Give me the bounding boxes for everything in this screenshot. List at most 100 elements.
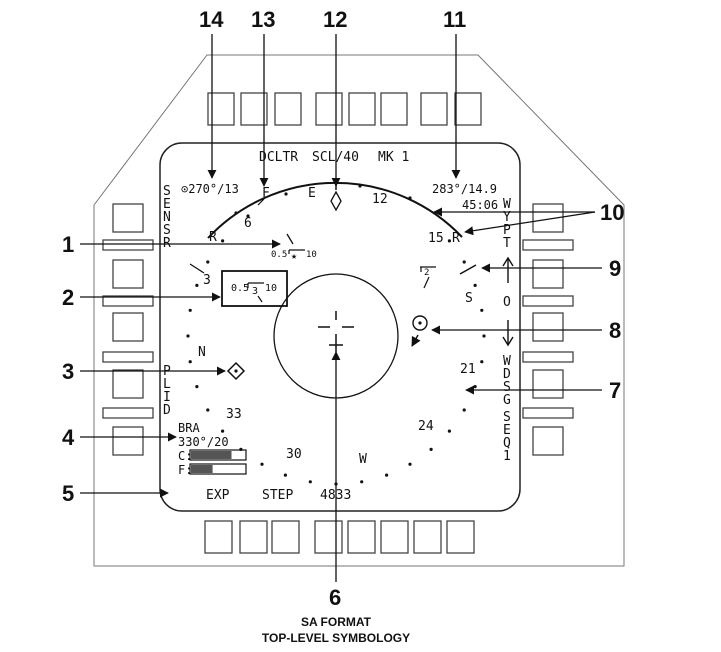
bezel-button-top-5[interactable] — [348, 92, 376, 126]
wypt-option-char: T — [503, 236, 511, 251]
callout-4: 4 — [62, 425, 75, 450]
bezel-button-left-2[interactable] — [112, 259, 144, 289]
mark-option[interactable]: MK 1 — [378, 150, 409, 165]
compass-dot — [447, 239, 451, 243]
bezel-button-top-1[interactable] — [207, 92, 235, 126]
plid-option-char: L — [163, 377, 171, 392]
bezel-button-right-3[interactable] — [532, 312, 564, 342]
bezel-button-right-5[interactable] — [532, 426, 564, 456]
wdsg-option-char: G — [503, 393, 511, 408]
bezel-button-left-1[interactable] — [112, 203, 144, 233]
seq-option-char: S — [503, 410, 511, 425]
compass-dot — [408, 196, 412, 200]
bezel-button-top-7[interactable] — [420, 92, 448, 126]
compass-dot — [462, 408, 466, 412]
waypoint-step-arrows[interactable] — [502, 256, 514, 347]
heading-marker — [330, 180, 342, 212]
bezel-button-right-4[interactable] — [532, 369, 564, 399]
waypoint-bearing-range: 283°/14.9 — [432, 182, 497, 196]
compass-label-w: W — [359, 452, 367, 467]
compass-label-f: F — [262, 186, 270, 201]
compass-dot — [473, 283, 477, 287]
bezel-button-top-4[interactable] — [315, 92, 343, 126]
compass-dot — [284, 192, 288, 196]
callout-10: 10 — [600, 200, 624, 225]
compass-dot — [206, 408, 210, 412]
compass-dot — [283, 473, 287, 477]
bezel-button-top-3[interactable] — [274, 92, 302, 126]
compass-label-r-right: R — [452, 231, 460, 246]
compass-dot — [462, 260, 466, 264]
compass-dot — [482, 334, 486, 338]
compass-label-3: 3 — [203, 273, 211, 288]
compass-dot — [206, 260, 210, 264]
bezel-button-top-6[interactable] — [380, 92, 408, 126]
compass-dot — [195, 385, 199, 389]
step-option[interactable]: STEP — [262, 488, 293, 503]
compass-dots — [186, 184, 486, 486]
caption-line-2: TOP-LEVEL SYMBOLOGY — [262, 631, 410, 645]
compass-dot — [480, 360, 484, 364]
compass-dot — [429, 447, 433, 451]
small-track[interactable]: 2 — [420, 266, 436, 289]
bezel-button-bottom-8[interactable] — [446, 520, 475, 554]
callout-1: 1 — [62, 232, 74, 257]
callout-7: 7 — [609, 378, 621, 403]
compass-label-6: 6 — [244, 216, 252, 231]
callout-13: 13 — [251, 7, 275, 32]
bezel-button-bottom-7[interactable] — [413, 520, 442, 554]
bezel-button-left-5[interactable] — [112, 426, 144, 456]
bezel-button-bottom-1[interactable] — [204, 520, 233, 554]
compass-dot — [188, 308, 192, 312]
contact-star-right-value: 10 — [306, 250, 317, 260]
wypt-option-char: W — [503, 197, 511, 212]
bezel-button-right-2[interactable] — [532, 259, 564, 289]
compass-label-n: N — [198, 345, 206, 360]
callout-9: 9 — [609, 256, 621, 281]
compass-dot — [358, 184, 362, 188]
declutter-option[interactable]: DCLTR — [259, 150, 298, 165]
bezel-button-top-8[interactable] — [454, 92, 482, 126]
bezel-button-bottom-4[interactable] — [314, 520, 343, 554]
compass-label-30: 30 — [286, 447, 302, 462]
compass-dot — [221, 239, 225, 243]
callout-6: 6 — [329, 585, 341, 610]
seq-option-char: 1 — [503, 449, 511, 464]
contact-star-left-value: 0.5 — [271, 250, 287, 260]
small-track-value: 2 — [424, 268, 429, 278]
compass-label-s: S — [465, 291, 473, 306]
bezel-button-bottom-3[interactable] — [271, 520, 300, 554]
callout-5: 5 — [62, 481, 74, 506]
hooked-contact-box[interactable] — [221, 270, 288, 307]
wdsg-option-char: W — [503, 354, 511, 369]
bezel-button-left-4[interactable] — [112, 369, 144, 399]
contact-star[interactable]: 0.5 ★ 10 — [271, 233, 317, 262]
plid-option-char: D — [163, 403, 171, 418]
bezel-button-right-1[interactable] — [532, 203, 564, 233]
compass-label-15: 15 — [428, 231, 444, 246]
fuel-c-gauge — [189, 449, 247, 461]
callouts — [80, 34, 602, 582]
bezel-button-left-3[interactable] — [112, 312, 144, 342]
sensr-option-char: E — [163, 197, 171, 212]
o-option[interactable]: O — [503, 295, 511, 310]
bezel-button-bottom-2[interactable] — [239, 520, 268, 554]
bezel-button-bottom-5[interactable] — [347, 520, 376, 554]
seq-option-char: Q — [503, 436, 511, 451]
bezel-button-top-2[interactable] — [240, 92, 268, 126]
bezel-button-bottom-6[interactable] — [380, 520, 409, 554]
exp-option[interactable]: EXP — [206, 488, 230, 503]
seq-option-char: E — [503, 423, 511, 438]
compass-dot — [234, 211, 238, 215]
compass-label-12: 12 — [372, 192, 388, 207]
compass-label-r-left: R — [209, 230, 217, 245]
sensr-option-char: N — [163, 210, 171, 225]
compass-label-e: E — [308, 186, 316, 201]
diamond-target[interactable] — [226, 361, 246, 381]
